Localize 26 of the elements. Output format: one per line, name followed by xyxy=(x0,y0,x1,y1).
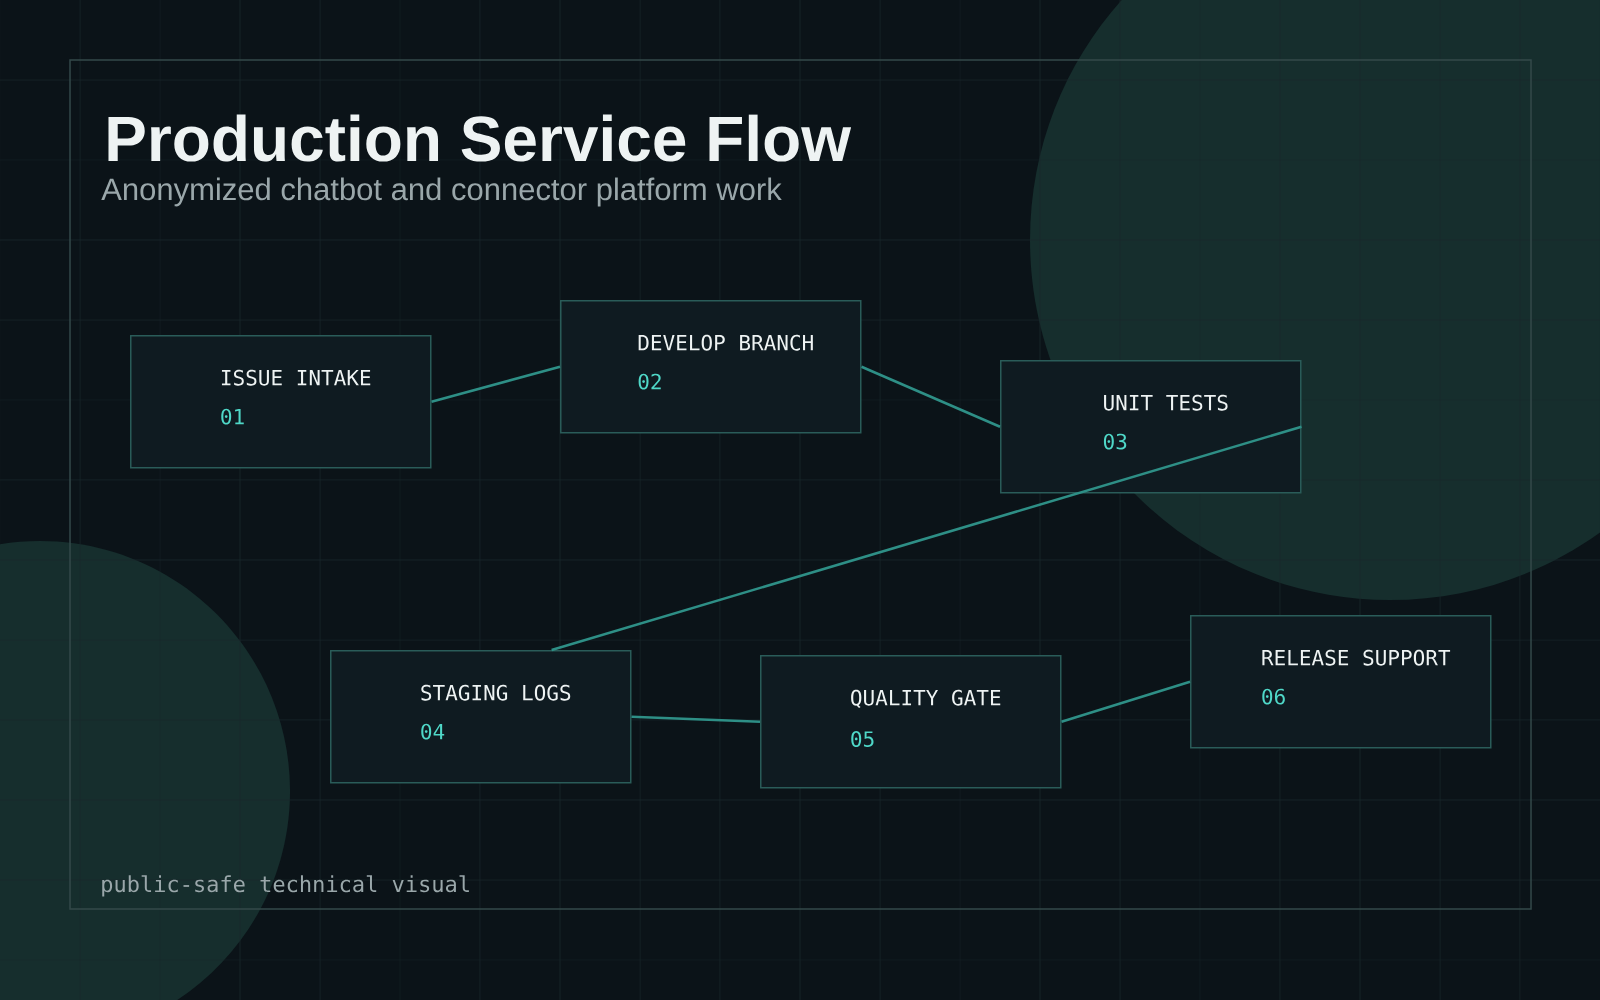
process-box xyxy=(1000,360,1302,494)
step-label: RELEASE SUPPORT xyxy=(1262,649,1451,666)
process-box xyxy=(130,335,432,469)
step-label: UNIT TESTS xyxy=(1104,394,1228,411)
title: Production Service Flow xyxy=(108,114,852,162)
connector-line xyxy=(861,365,1001,428)
step-number: 05 xyxy=(851,731,874,747)
footer-note: public-safe technical visual xyxy=(102,875,469,897)
step-number: 03 xyxy=(1103,433,1127,450)
step-number: 01 xyxy=(221,408,244,425)
step-number: 06 xyxy=(1262,688,1285,705)
process-box xyxy=(760,655,1062,789)
connector-line xyxy=(551,425,1302,652)
process-box xyxy=(330,650,632,784)
step-label: STAGING LOGS xyxy=(421,684,571,701)
step-number: 02 xyxy=(638,373,661,390)
step-label: QUALITY GATE xyxy=(851,689,1001,709)
connector-line xyxy=(1061,680,1191,723)
step-label: ISSUE INTAKE xyxy=(221,369,371,386)
step-label: DEVELOP BRANCH xyxy=(638,334,813,351)
process-box xyxy=(560,300,862,434)
subtitle: Anonymized chatbot and connector platform work xyxy=(101,177,782,207)
step-number: 04 xyxy=(421,723,445,740)
process-box xyxy=(1190,615,1492,749)
connector-line xyxy=(431,365,561,403)
connector-line xyxy=(631,715,761,723)
